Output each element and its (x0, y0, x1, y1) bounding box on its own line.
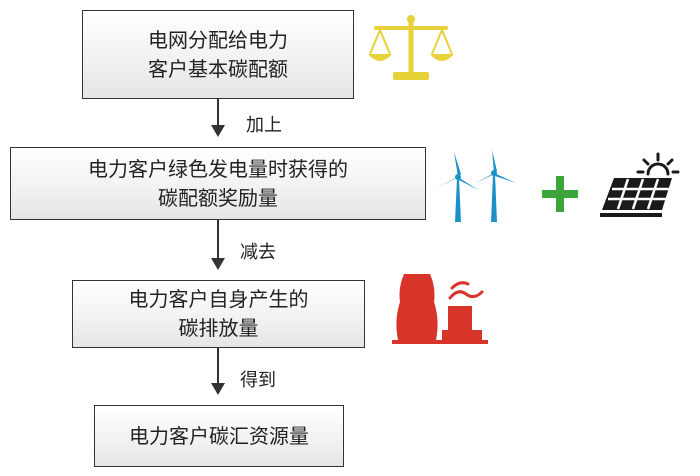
flow-arrow (211, 220, 225, 270)
step-text-line: 电力客户自身产生的 (128, 287, 309, 311)
step-text-line: 电力客户碳汇资源量 (129, 423, 309, 448)
wind-turbine-icon (436, 150, 516, 222)
flow-arrow (211, 348, 225, 395)
factory-emission-icon (392, 274, 488, 344)
step-box-green-reward: 电力客户绿色发电量时获得的 碳配额奖励量 (10, 147, 426, 220)
step-text-line: 客户基本碳配额 (148, 56, 288, 81)
step-text-line: 碳排放量 (178, 316, 259, 340)
solar-panel-icon (600, 152, 680, 217)
balance-scale-icon (368, 15, 454, 80)
edge-label-result: 得到 (240, 370, 276, 391)
flow-arrow (211, 99, 225, 137)
step-box-basic-quota: 电网分配给电力 客户基本碳配额 (82, 10, 354, 99)
step-text-line: 碳配额奖励量 (158, 185, 278, 210)
step-text-line: 电网分配给电力 (148, 27, 288, 52)
plus-icon (542, 176, 578, 212)
step-box-carbon-sink: 电力客户碳汇资源量 (94, 405, 344, 467)
edge-label-subtract: 减去 (240, 242, 276, 263)
edge-label-add: 加上 (246, 115, 282, 136)
step-box-carbon-emission: 电力客户自身产生的 碳排放量 (72, 280, 365, 348)
step-text-line: 电力客户绿色发电量时获得的 (88, 156, 348, 181)
